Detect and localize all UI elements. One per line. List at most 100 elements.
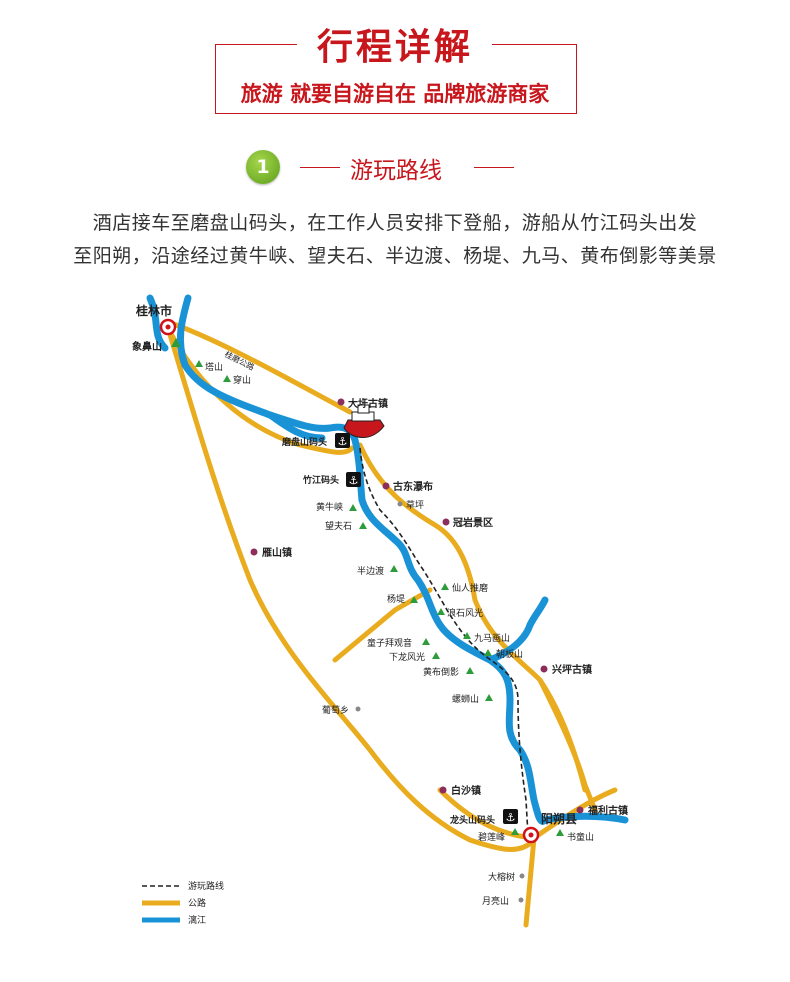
map-legend: 游玩路线 公路 漓江 <box>142 880 224 926</box>
road-xingping-south <box>537 677 598 813</box>
pier-zhujiang-icon: ⚓ <box>346 472 361 487</box>
mountain-icon <box>556 829 564 836</box>
mountain-icon <box>390 565 398 572</box>
roads <box>165 319 618 928</box>
town-dot <box>382 482 390 490</box>
village-dot <box>518 897 524 903</box>
label-gudong: 古东瀑布 <box>393 480 433 493</box>
page-title: 行程详解 <box>316 27 473 68</box>
mountain-icon <box>485 694 493 701</box>
road-west-main <box>165 325 537 852</box>
city-guilin: 桂林市 <box>135 303 177 336</box>
town-dot <box>337 398 345 406</box>
section-line-left <box>300 167 340 168</box>
mountain-icon <box>223 375 231 382</box>
label-shutongshan: 书童山 <box>567 831 594 843</box>
town-markers <box>250 398 584 814</box>
town-dot <box>442 518 450 526</box>
mountain-icon <box>432 652 440 659</box>
label-caoping: 草坪 <box>406 499 424 511</box>
mountain-icon <box>195 360 203 367</box>
mountain-icon <box>410 596 418 603</box>
mountain-icon <box>422 638 430 645</box>
page-subtitle: 旅游 就要自游自在 品牌旅游商家 <box>240 82 550 106</box>
label-zhujiang: 竹江码头 <box>302 474 339 486</box>
svg-text:⚓: ⚓ <box>349 474 359 487</box>
label-guanyan: 冠岩景区 <box>453 516 493 529</box>
mountain-icon <box>511 828 519 835</box>
village-markers <box>355 501 525 903</box>
legend-road-label: 公路 <box>188 897 206 909</box>
tour-route <box>359 447 529 836</box>
city-yangshuo-label: 阳朔县 <box>541 811 577 826</box>
label-jiumahuashan: 九马画山 <box>474 633 510 644</box>
place-labels: 象鼻山 塔山 穿山 大圩古镇 磨盘山码头 竹江码头 古东瀑布 草坪 冠岩景区 黄… <box>132 340 628 907</box>
legend-route-label: 游玩路线 <box>188 880 224 892</box>
label-huangbu: 黄布倒影 <box>423 666 459 678</box>
page-header: 行程详解 旅游 就要自游自在 品牌旅游商家 <box>0 0 790 130</box>
label-langshi: 浪石风光 <box>447 607 483 619</box>
mountain-icon <box>484 649 492 656</box>
legend-river-label: 漓江 <box>188 914 206 926</box>
pier-mopanshan-icon: ⚓ <box>335 433 350 448</box>
header-frame-line-left <box>215 44 297 45</box>
label-yangdi: 杨堤 <box>387 593 405 605</box>
river-upper-right <box>176 294 192 369</box>
label-banbiandu: 半边渡 <box>357 565 384 577</box>
route-map: 桂磨公路 桂林市 阳朔县 <box>132 294 629 928</box>
mountain-icon <box>463 632 471 639</box>
label-xianren: 仙人推磨 <box>452 582 488 594</box>
mountain-icon <box>466 667 474 674</box>
label-longtoushan: 龙头山码头 <box>449 814 495 826</box>
label-yueliangshan: 月亮山 <box>482 895 509 907</box>
village-dot <box>355 706 361 712</box>
svg-text:⚓: ⚓ <box>506 811 516 824</box>
label-xialong: 下龙风光 <box>389 651 425 663</box>
li-river <box>146 294 629 825</box>
label-yanshan: 雁山镇 <box>262 546 292 559</box>
mountain-icon <box>359 522 367 529</box>
mountain-icon <box>437 608 445 615</box>
label-fuli: 福利古镇 <box>587 804 628 817</box>
town-dot <box>576 806 584 814</box>
river-branch-mopan <box>266 411 326 442</box>
mountain-markers <box>171 338 564 836</box>
svg-text:⚓: ⚓ <box>338 435 348 448</box>
label-chuanshan: 穿山 <box>233 374 251 386</box>
section-number-badge: 1 <box>246 150 280 184</box>
label-putao: 葡萄乡 <box>322 704 349 716</box>
section-line-right <box>474 167 514 168</box>
village-dot <box>519 873 525 879</box>
section-heading: 1 游玩路线 <box>0 140 790 190</box>
road-guilin-east <box>165 325 355 455</box>
header-frame <box>215 44 577 114</box>
label-xingping: 兴坪古镇 <box>552 663 592 676</box>
town-dot <box>540 665 548 673</box>
description-line-2: 至阳朔，沿途经过黄牛峡、望夫石、半边渡、杨堤、九马、黄布倒影等美景 <box>73 245 717 267</box>
label-darongshu: 大榕树 <box>488 871 515 883</box>
label-chaobanshan: 朝板山 <box>496 648 523 660</box>
label-xiangbishan: 象鼻山 <box>132 340 162 353</box>
road-south <box>523 835 537 928</box>
mountain-icon <box>171 338 181 347</box>
mountain-icon <box>441 583 449 590</box>
description-line-1: 酒店接车至磨盘山码头，在工作人员安排下登船，游船从竹江码头出发 <box>92 212 698 234</box>
label-tongzi: 童子拜观音 <box>367 637 412 649</box>
road-guilin-daxu <box>165 319 353 415</box>
label-luoshishan: 螺蛳山 <box>452 694 479 705</box>
town-dot <box>439 786 447 794</box>
river-branch-xingping <box>486 596 549 664</box>
river-branch-tail <box>541 812 629 824</box>
boat-icon <box>343 398 385 438</box>
city-guilin-label: 桂林市 <box>135 303 172 318</box>
label-tashan: 塔山 <box>205 361 223 373</box>
label-baisha: 白沙镇 <box>451 784 481 797</box>
label-mopanshan: 磨盘山码头 <box>281 436 327 448</box>
river-upper-left <box>146 294 169 352</box>
section-title: 游玩路线 <box>350 158 442 184</box>
label-daxu: 大圩古镇 <box>348 397 388 410</box>
village-dot <box>397 501 403 507</box>
road-cross-yanshan <box>332 587 433 663</box>
label-bilianfeng: 碧莲峰 <box>478 831 505 843</box>
header-frame-line-right <box>492 44 577 45</box>
